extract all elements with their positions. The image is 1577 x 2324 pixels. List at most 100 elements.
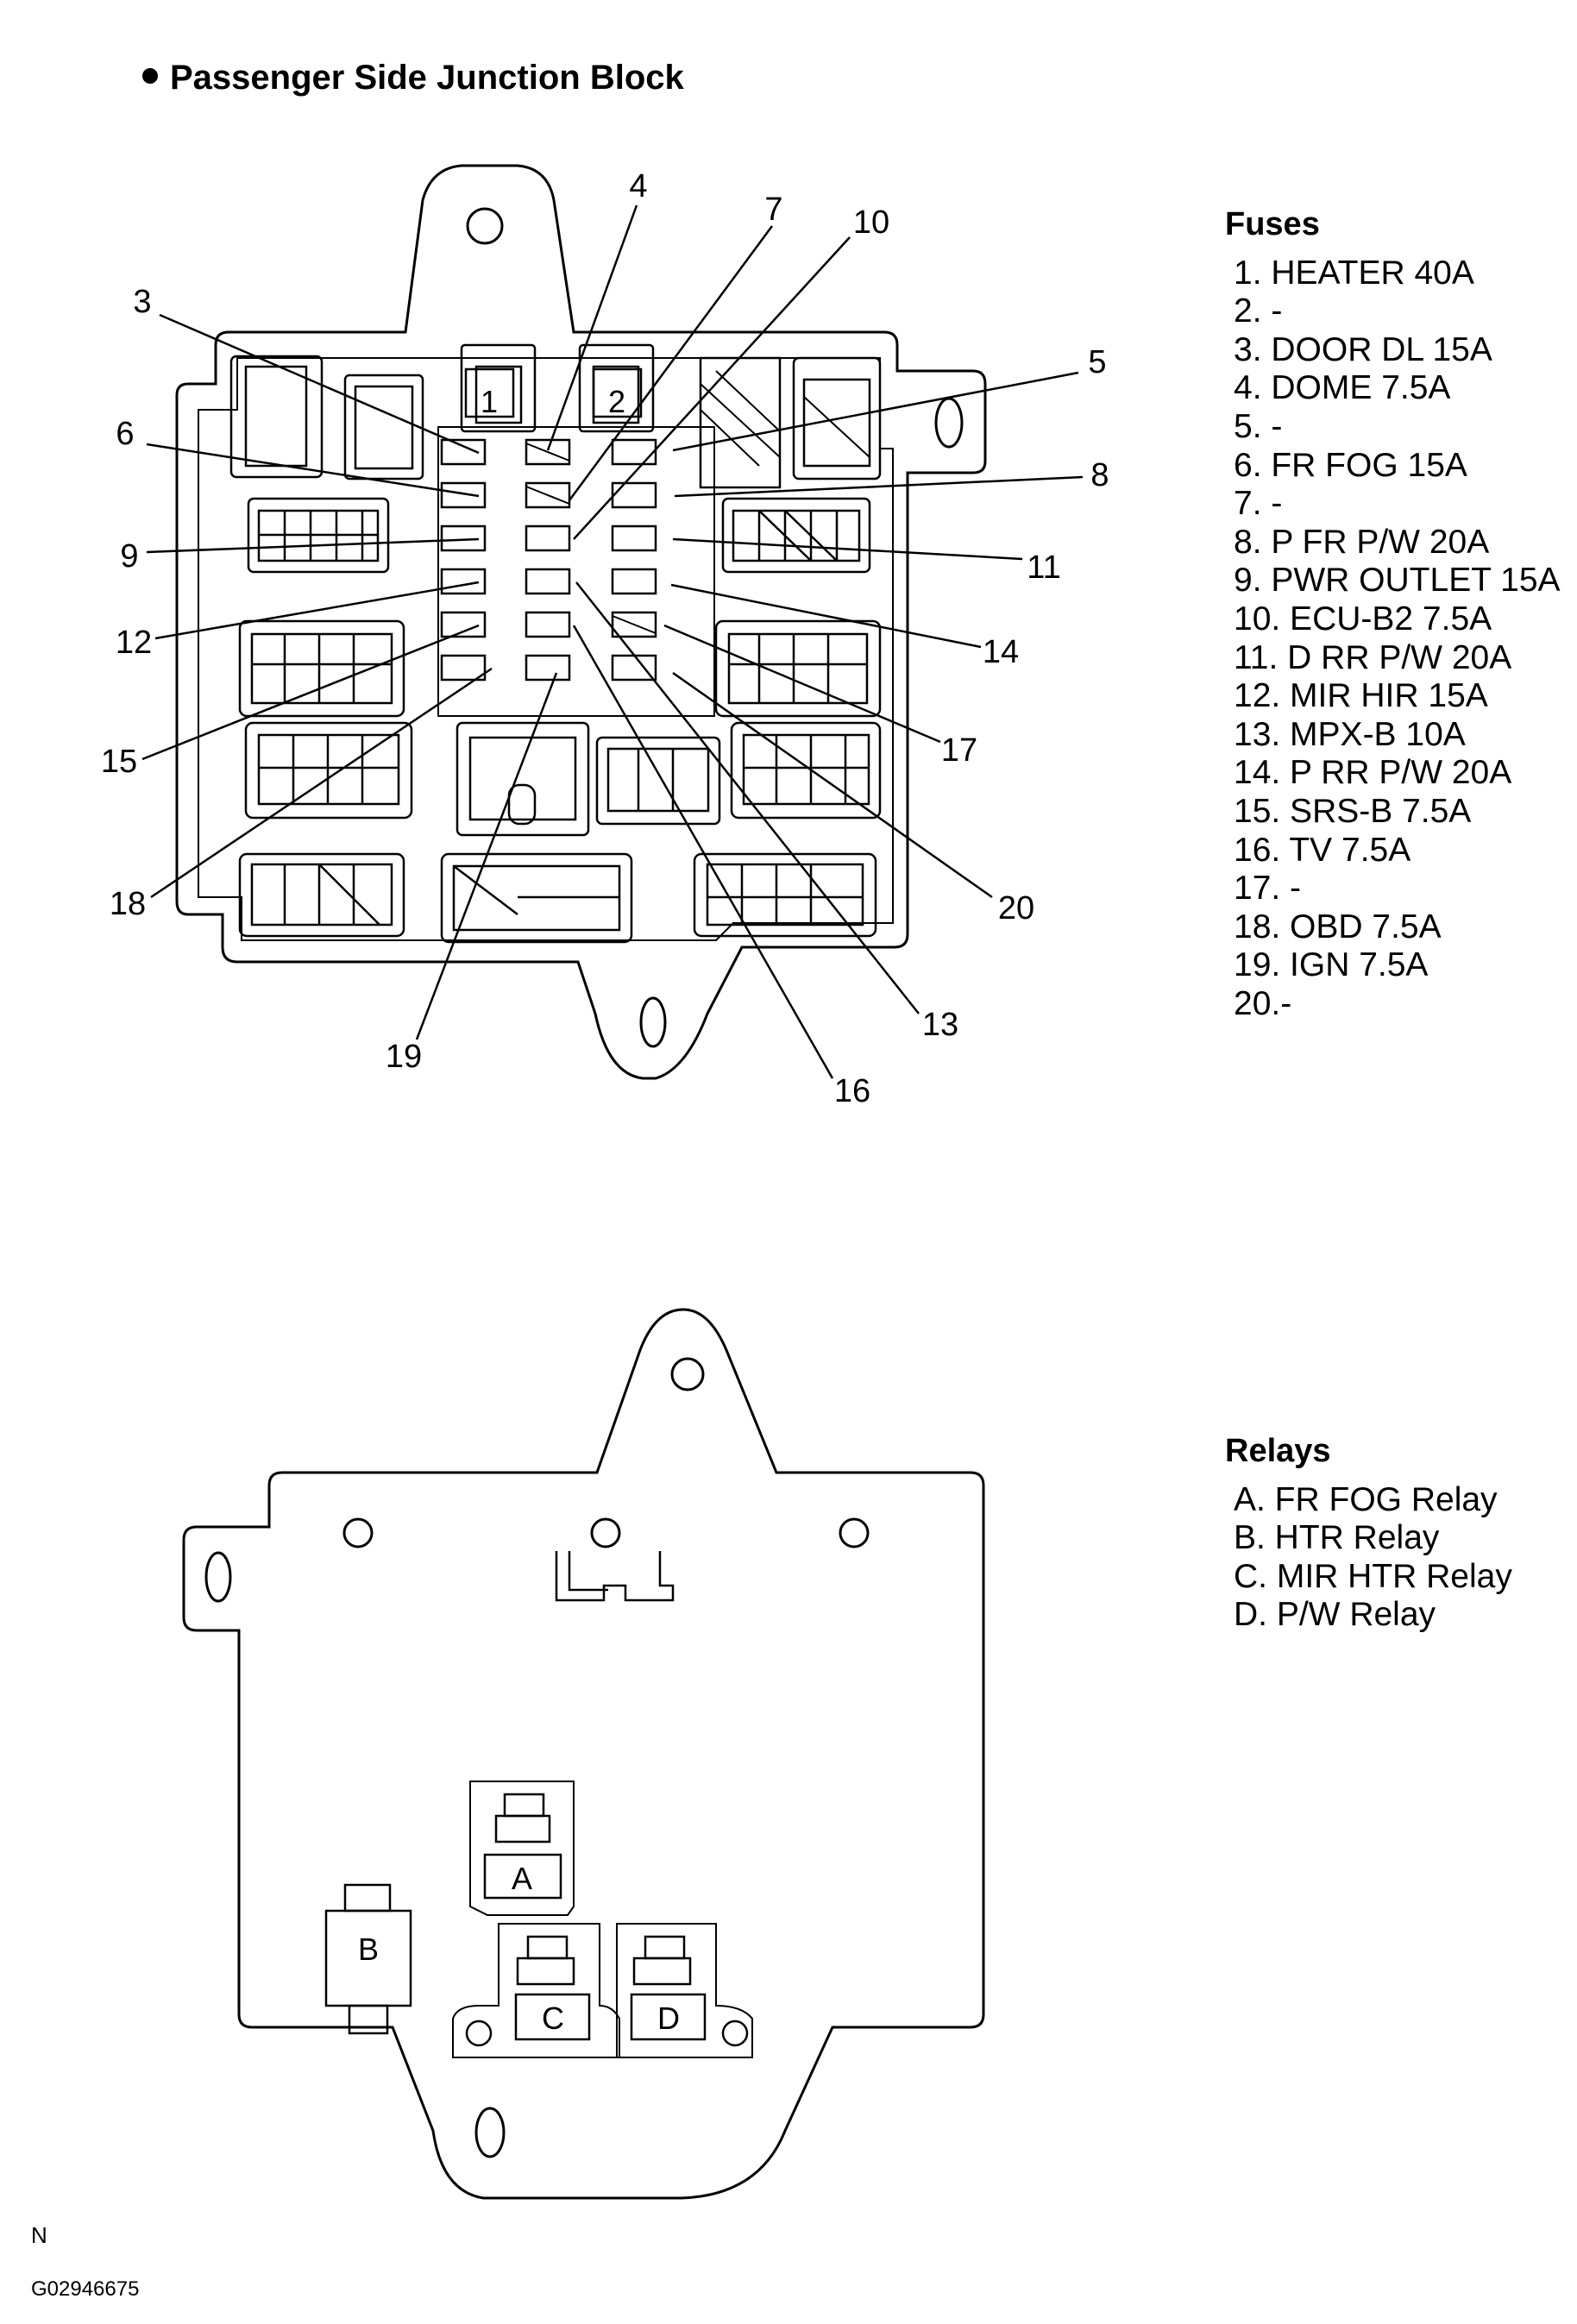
fuse-item: 13. MPX-B 10A [1234,715,1466,753]
fuse-slot [611,481,657,509]
fuse-slot [611,568,657,595]
bottom-housing-outline [182,1308,985,2200]
fuse-item: 12. MIR HIR 15A [1234,677,1488,715]
fuse-slot [525,611,571,638]
callout-11: 11 [1027,550,1060,586]
fuse-item: 2. - [1234,292,1283,330]
relay-d: D [616,1923,753,2058]
leader-line-7 [568,225,774,501]
fuse-slot [440,438,487,466]
large-fuse-1: 1 [464,367,515,419]
bullet-icon [142,68,158,85]
callout-7: 7 [764,192,782,228]
leader-line-8 [674,475,1084,498]
callout-18: 18 [110,886,146,922]
fuse-item: 14. P RR P/W 20A [1234,754,1512,792]
fuse-item: 17. - [1234,870,1302,908]
leader-line-16 [572,625,834,1079]
bottom-hole-right [839,1517,870,1548]
bottom-slot-bottom [474,2107,506,2158]
leader-line-14 [670,583,982,649]
leader-line-11 [672,537,1023,561]
callout-14: 14 [983,634,1019,670]
fuse-item: 1. HEATER 40A [1234,254,1474,292]
fuse-item: 9. PWR OUTLET 15A [1234,562,1561,600]
fuse-item: 3. DOOR DL 15A [1234,330,1492,368]
bottom-hole-left [342,1517,374,1548]
mount-hole-top [466,207,504,245]
mount-slot-bottom [639,996,667,1048]
relay-item: C. MIR HTR Relay [1234,1557,1512,1595]
fuse-slot [440,481,487,509]
diagram-title: Passenger Side Junction Block [142,59,684,97]
fuse-slot-hatch [525,486,570,505]
relay-b: B [324,1883,412,2035]
fuse-slot [440,524,487,552]
leader-line-18 [150,667,493,899]
callout-12: 12 [116,625,152,661]
fuse-slot [525,438,571,466]
callout-9: 9 [120,538,138,575]
bottom-latch [555,1551,675,1602]
mount-slot-right [934,397,964,449]
top-connectors [229,343,882,944]
relay-item: A. FR FOG Relay [1234,1480,1498,1518]
leader-line-15 [141,624,480,761]
relay-item: D. P/W Relay [1234,1596,1436,1634]
fuse-slot-hatch [525,443,570,462]
fuse-item: 10. ECU-B2 7.5A [1234,600,1492,638]
leader-line-3 [159,313,480,455]
bottom-mount-hole-top [670,1357,705,1391]
fuse-slot [611,611,657,638]
fuse-number-2: 2 [608,384,625,419]
leader-line-12 [154,581,480,640]
callout-17: 17 [941,732,977,769]
leader-line-9 [146,537,480,554]
callout-19: 19 [386,1039,422,1075]
relay-letter-b: B [358,1931,379,1967]
relay-letter-c: C [542,2001,564,2036]
fuse-slot-hatch [612,615,657,634]
leader-line-5 [672,371,1079,452]
fuse-item: 19. IGN 7.5A [1234,946,1429,984]
callout-leader-lines [141,204,1084,1079]
fuse-item: 5. - [1234,407,1283,445]
fuse-slot-grid [440,438,657,681]
fuse-item: 15. SRS-B 7.5A [1234,792,1472,830]
fuse-slot [440,654,487,681]
relays-heading: Relays [1225,1433,1331,1469]
fuse-item: 20.- [1234,984,1292,1022]
leader-line-4 [546,204,638,451]
callout-5: 5 [1088,344,1106,380]
callout-6: 6 [116,416,134,452]
leader-line-10 [573,236,851,540]
fuse-slot [440,568,487,595]
callout-8: 8 [1090,457,1109,493]
leader-line-17 [663,624,941,744]
fuse-item: 18. OBD 7.5A [1234,908,1442,945]
fuse-slot [525,481,571,509]
callout-4: 4 [629,168,647,204]
bottom-hole-center [590,1517,621,1548]
fuse-slot [611,524,657,552]
fuse-slot [525,568,571,595]
fuse-slot [440,611,487,638]
fuse-slot [525,654,571,681]
fuse-item: 11. D RR P/W 20A [1234,638,1512,676]
figure-code: G02946675 [31,2277,140,2301]
fuse-item: 4. DOME 7.5A [1234,369,1451,407]
fuse-item: 8. P FR P/W 20A [1234,523,1490,561]
fuse-item: 7. - [1234,485,1283,523]
callout-3: 3 [133,284,151,320]
fuse-slot [525,524,571,552]
fuse-slot [611,654,657,681]
leader-line-19 [415,672,558,1040]
bottom-slot-left [204,1551,232,1603]
callout-20: 20 [998,890,1034,926]
callout-16: 16 [834,1073,870,1109]
fuse-number-1: 1 [481,384,498,419]
